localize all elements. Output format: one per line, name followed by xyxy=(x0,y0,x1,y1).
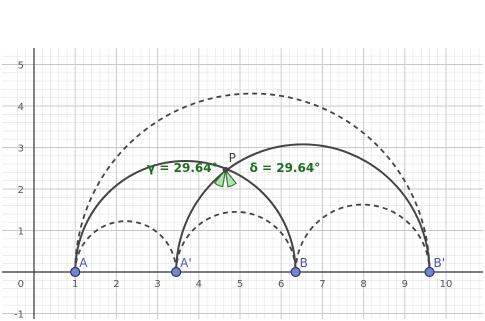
semicircle-A1-B-dashed xyxy=(175,210,297,273)
point-A-label: A xyxy=(79,256,88,270)
angle-label-right: δ = 29.64° xyxy=(250,161,321,175)
tick-labels: 1 2 3 4 5 6 7 8 9 10 -1 1 2 3 4 5 0 xyxy=(14,61,452,321)
point-A-marker[interactable] xyxy=(70,266,81,278)
y-tick-label: 1 xyxy=(18,227,24,238)
point-B1-marker[interactable] xyxy=(424,266,435,278)
angle-label-left: γ = 29.64° xyxy=(147,161,218,175)
angle-delta-wedge xyxy=(224,167,237,188)
semicircle-A1-B1-solid xyxy=(175,143,431,273)
y-tick-label: 5 xyxy=(18,61,24,72)
y-tick-label: 2 xyxy=(18,185,24,196)
y-tick-label: 4 xyxy=(18,102,24,113)
x-tick-label: 5 xyxy=(237,279,243,290)
point-P-label: P xyxy=(229,151,236,165)
x-tick-label: 1 xyxy=(72,279,78,290)
semicircle-A-A1-dashed xyxy=(74,220,178,273)
semicircle-A-B-solid xyxy=(74,159,297,273)
angle-labels: γ = 29.64° δ = 29.64° xyxy=(147,161,320,175)
point-B-marker[interactable] xyxy=(290,266,301,278)
x-tick-label: 4 xyxy=(196,279,202,290)
y-tick-label: 3 xyxy=(18,144,24,155)
x-tick-label: 3 xyxy=(154,279,160,290)
y-tick-label: -1 xyxy=(14,310,24,321)
semicircle-B-B1-dashed xyxy=(294,203,431,273)
origin-label: 0 xyxy=(18,279,24,290)
x-tick-label: 8 xyxy=(360,279,366,290)
x-tick-label: 6 xyxy=(278,279,284,290)
semicircle-A-B1-dashed xyxy=(74,92,431,273)
x-tick-label: 9 xyxy=(402,279,408,290)
points: A A' B B' P xyxy=(70,151,446,278)
angle-markers xyxy=(213,167,237,188)
point-P-marker[interactable] xyxy=(222,166,229,173)
arcs xyxy=(74,92,431,273)
angle-gamma-wedge xyxy=(213,167,227,188)
x-tick-label: 2 xyxy=(113,279,119,290)
axes xyxy=(2,48,483,319)
point-A1-marker[interactable] xyxy=(171,266,182,278)
point-B-label: B xyxy=(300,256,308,270)
x-tick-label: 10 xyxy=(440,279,453,290)
point-B1-label: B' xyxy=(434,256,446,270)
x-tick-label: 7 xyxy=(319,279,325,290)
point-A1-label: A' xyxy=(180,256,192,270)
